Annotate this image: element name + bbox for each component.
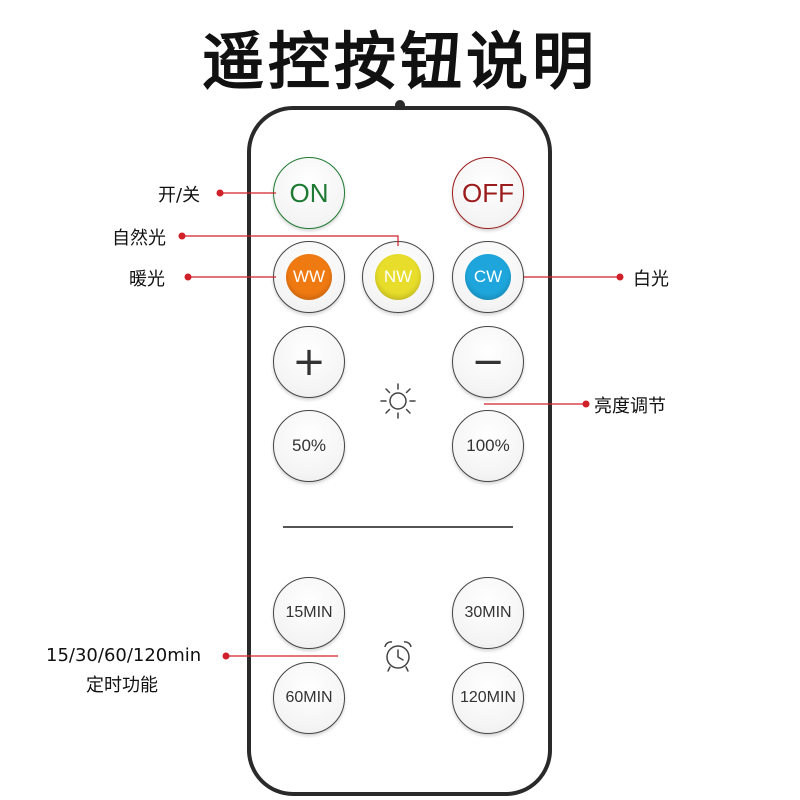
callout-natural-light: 自然光 (112, 228, 166, 249)
cool-white-dot: CW (465, 254, 511, 300)
plus-icon: + (292, 339, 326, 385)
timer-15min-button[interactable]: 15MIN (273, 577, 345, 649)
brightness-50-label: 50% (291, 436, 327, 455)
off-button[interactable]: OFF (452, 157, 524, 229)
brightness-100-label: 100% (466, 436, 510, 455)
divider-line (283, 526, 513, 528)
warm-white-dot: WW (286, 254, 332, 300)
callout-timer-function: 定时功能 (86, 675, 158, 696)
brightness-down-button[interactable]: − (452, 326, 524, 398)
natural-white-button[interactable]: NW (362, 241, 434, 313)
brightness-50-button[interactable]: 50% (273, 410, 345, 482)
brightness-100-button[interactable]: 100% (452, 410, 524, 482)
on-button[interactable]: ON (273, 157, 345, 229)
page-title: 遥控按钮说明 (201, 25, 598, 98)
timer-15min-label: 15MIN (285, 604, 333, 621)
brightness-up-button[interactable]: + (273, 326, 345, 398)
callout-power: 开/关 (158, 185, 201, 206)
sun-icon (380, 383, 416, 419)
timer-60min-button[interactable]: 60MIN (273, 662, 345, 734)
timer-30min-button[interactable]: 30MIN (452, 577, 524, 649)
callout-brightness: 亮度调节 (594, 396, 666, 417)
callout-white-light: 白光 (633, 269, 669, 290)
cool-white-button[interactable]: CW (452, 241, 524, 313)
timer-60min-label: 60MIN (285, 689, 333, 706)
ir-emitter (395, 100, 405, 108)
callout-warm-light: 暖光 (129, 269, 165, 290)
timer-120min-button[interactable]: 120MIN (452, 662, 524, 734)
natural-white-dot: NW (375, 254, 421, 300)
off-button-label: OFF (462, 177, 514, 208)
minus-icon: − (471, 339, 505, 385)
warm-white-button[interactable]: WW (273, 241, 345, 313)
callout-timer-minutes: 15/30/60/120min (46, 645, 202, 666)
timer-120min-label: 120MIN (459, 689, 517, 706)
timer-30min-label: 30MIN (464, 604, 512, 621)
alarm-clock-icon (384, 641, 412, 672)
on-button-label: ON (289, 177, 329, 208)
